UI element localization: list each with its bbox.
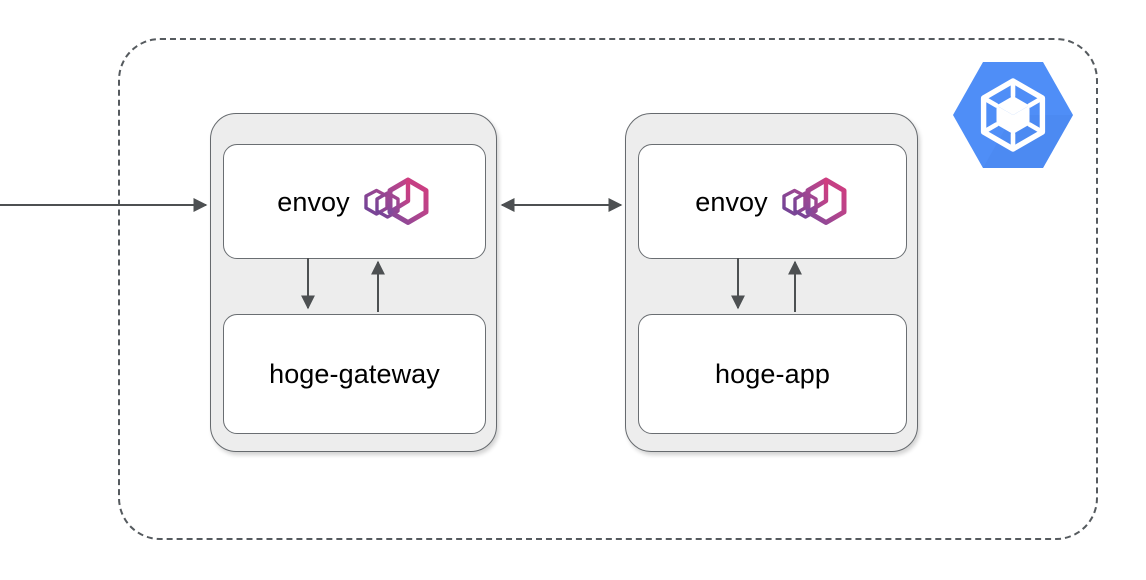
container-envoy-app[interactable]: envoy — [638, 144, 907, 259]
container-label-hoge-app: hoge-app — [715, 358, 830, 389]
envoy-proxy-logo — [782, 177, 847, 225]
envoy-proxy-logo — [364, 177, 429, 225]
container-hoge-gateway[interactable]: hoge-gateway — [223, 314, 486, 434]
pod-gateway[interactable]: envoy — [210, 113, 497, 452]
google-kubernetes-engine-icon — [953, 62, 1073, 168]
container-envoy-gateway[interactable]: envoy — [223, 144, 486, 259]
container-label-envoy-app: envoy — [695, 187, 768, 217]
pod-app[interactable]: envoy hoge-app — [625, 113, 918, 452]
envoy-label-row: envoy — [277, 174, 432, 230]
gke-cluster-boundary — [118, 38, 1098, 540]
envoy-label-row: envoy — [695, 174, 850, 230]
container-label-hoge-gateway: hoge-gateway — [269, 358, 440, 389]
container-hoge-app[interactable]: hoge-app — [638, 314, 907, 434]
container-label-envoy-gateway: envoy — [277, 187, 350, 217]
